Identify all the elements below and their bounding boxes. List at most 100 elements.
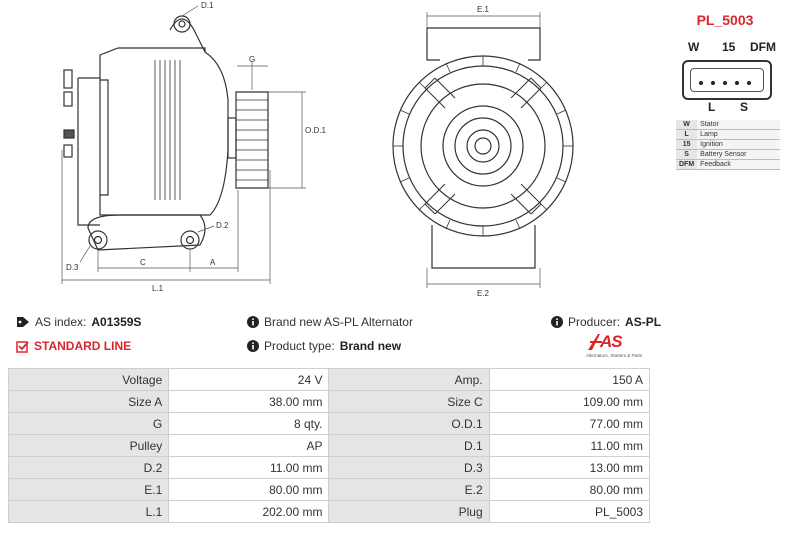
pin-dot	[711, 81, 715, 85]
spec-label: Size C	[328, 390, 490, 413]
spec-label: E.2	[328, 478, 490, 501]
legend-desc: Stator	[697, 120, 780, 130]
spec-value: 109.00 mm	[488, 390, 651, 413]
label-a: A	[210, 258, 216, 267]
alternator-drawing: D.1 G O.D.1 D.2 D.3 C A L.1	[61, 1, 574, 298]
brand-new-info: Brand new AS-PL Alternator	[247, 315, 413, 329]
pin-label-l: L	[708, 100, 716, 114]
spec-value: 24 V	[168, 368, 330, 391]
legend-code: W	[676, 120, 698, 130]
product-type-value: Brand new	[339, 339, 402, 353]
spec-value: 150 A	[488, 368, 651, 391]
standard-line: STANDARD LINE	[16, 339, 131, 353]
producer-value: AS-PL	[625, 315, 662, 329]
pin-label-w: W	[688, 40, 700, 54]
spec-value: 80.00 mm	[488, 478, 651, 501]
product-type-label: Product type:	[264, 339, 335, 353]
spec-value: AP	[168, 434, 330, 457]
pin-dot	[747, 81, 751, 85]
producer-label: Producer:	[568, 315, 621, 329]
legend-code: DFM	[676, 159, 698, 170]
pin-dot	[723, 81, 727, 85]
info-icon	[247, 316, 259, 328]
spec-value: PL_5003	[488, 500, 651, 523]
spec-value: 77.00 mm	[488, 412, 651, 435]
spec-label: Voltage	[7, 368, 170, 391]
spec-value: 202.00 mm	[168, 500, 330, 523]
specs-table: Voltage 24 V Amp. 150 A Size A 38.00 mm …	[7, 368, 651, 523]
spec-label: Amp.	[328, 368, 490, 391]
spec-value: 11.00 mm	[168, 456, 330, 479]
label-g: G	[249, 55, 255, 64]
spec-label: L.1	[7, 500, 170, 523]
label-d3: D.3	[66, 263, 79, 272]
spec-label: D.2	[7, 456, 170, 479]
checkbox-icon	[16, 340, 29, 353]
as-index-value: A01359S	[91, 315, 142, 329]
table-row: E.1 80.00 mm E.2 80.00 mm	[7, 478, 651, 501]
spec-value: 11.00 mm	[488, 434, 651, 457]
standard-line-text: STANDARD LINE	[34, 339, 132, 353]
front-dimensions	[426, 12, 541, 288]
plug-connector-inner	[690, 68, 764, 92]
legend-code: L	[676, 129, 698, 140]
spec-label: G	[7, 412, 170, 435]
table-row: Pulley AP D.1 11.00 mm	[7, 434, 651, 457]
label-c: C	[140, 258, 146, 267]
logo-tagline: Alternators, Starters & Parts	[586, 353, 643, 358]
spec-label: Pulley	[7, 434, 170, 457]
legend-code: S	[676, 149, 698, 160]
label-od1: O.D.1	[305, 126, 326, 135]
spec-value: 80.00 mm	[168, 478, 330, 501]
spec-label: Plug	[328, 500, 490, 523]
spec-label: Size A	[7, 390, 170, 413]
table-row: D.2 11.00 mm D.3 13.00 mm	[7, 456, 651, 479]
legend-code: 15	[676, 139, 698, 150]
label-d1: D.1	[201, 1, 214, 10]
legend-desc: Lamp	[697, 129, 780, 140]
label-l1: L.1	[152, 284, 164, 293]
as-index: AS index: A01359S	[16, 315, 141, 329]
tag-icon	[17, 317, 29, 327]
side-dimensions	[61, 5, 306, 284]
producer: Producer: AS-PL	[551, 315, 661, 329]
side-view	[63, 15, 269, 251]
brand-new-text: Brand new AS-PL Alternator	[264, 315, 413, 329]
pin-dot	[735, 81, 739, 85]
legend-desc: Ignition	[697, 139, 780, 150]
logo-swoosh-icon	[588, 334, 602, 350]
legend-desc: Feedback	[697, 159, 780, 170]
label-e1: E.1	[477, 5, 490, 14]
spec-label: D.3	[328, 456, 490, 479]
pin-label-s: S	[740, 100, 749, 114]
table-row: G 8 qty. O.D.1 77.00 mm	[7, 412, 651, 435]
front-view	[392, 27, 574, 269]
as-index-label: AS index:	[35, 315, 87, 329]
spec-label: E.1	[7, 478, 170, 501]
table-row: Voltage 24 V Amp. 150 A	[7, 368, 651, 391]
as-pl-logo: AS Alternators, Starters & Parts	[586, 332, 650, 360]
pin-dot	[699, 81, 703, 85]
plug-title: PL_5003	[696, 12, 754, 28]
table-row: L.1 202.00 mm Plug PL_5003	[7, 500, 651, 523]
label-e2: E.2	[477, 289, 490, 298]
plug-connector	[682, 60, 772, 100]
info-icon	[247, 340, 259, 352]
label-d2: D.2	[216, 221, 229, 230]
pin-label-dfm: DFM	[750, 40, 776, 54]
logo-mark: AS	[600, 332, 623, 351]
spec-label: D.1	[328, 434, 490, 457]
pin-label-15: 15	[722, 40, 736, 54]
spec-value: 8 qty.	[168, 412, 330, 435]
info-icon	[551, 316, 563, 328]
table-row: Size A 38.00 mm Size C 109.00 mm	[7, 390, 651, 413]
spec-label: O.D.1	[328, 412, 490, 435]
spec-value: 13.00 mm	[488, 456, 651, 479]
product-type: Product type: Brand new	[247, 339, 401, 353]
